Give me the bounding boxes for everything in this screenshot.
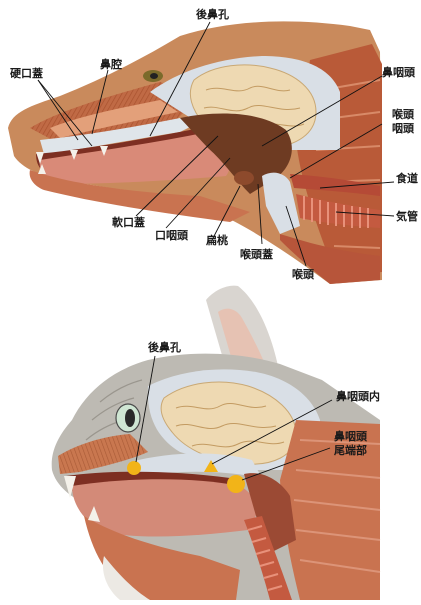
label-dog-laryngopharynx: 喉頭 咽頭: [392, 108, 414, 136]
label-cat-posterior-nares: 後鼻孔: [148, 341, 181, 354]
label-dog-esophagus: 食道: [396, 172, 418, 185]
dog-tonsil: [234, 171, 254, 185]
cat-marker-nasopharynx-caudal: [227, 475, 245, 493]
label-dog-trachea: 気管: [396, 210, 418, 223]
label-dog-nasal-cavity: 鼻腔: [100, 58, 122, 71]
cat-head-illustration: [52, 286, 380, 600]
label-dog-oropharynx: 口咽頭: [155, 229, 188, 242]
label-dog-hard-palate: 硬口蓋: [10, 67, 43, 80]
label-dog-larynx: 喉頭: [292, 268, 314, 281]
label-dog-soft-palate: 軟口蓋: [112, 216, 145, 229]
label-dog-posterior-nares: 後鼻孔: [196, 8, 229, 21]
cat-marker-posterior-nares: [127, 461, 141, 475]
label-dog-laryngopharynx-line1: 喉頭: [392, 108, 414, 122]
label-dog-epiglottis: 喉頭蓋: [240, 248, 273, 261]
dog-head-illustration: [8, 21, 382, 284]
label-cat-nasopharynx-inner: 鼻咽頭内: [336, 390, 380, 403]
label-cat-nasopharynx-caudal: 鼻咽頭 尾端部: [334, 430, 367, 458]
label-dog-laryngopharynx-line2: 咽頭: [392, 122, 414, 136]
label-dog-nasopharynx: 鼻咽頭: [382, 66, 415, 79]
label-cat-nasopharynx-caudal-line1: 鼻咽頭: [334, 430, 367, 444]
label-cat-nasopharynx-caudal-line2: 尾端部: [334, 444, 367, 458]
label-dog-tonsil: 扁桃: [206, 234, 228, 247]
